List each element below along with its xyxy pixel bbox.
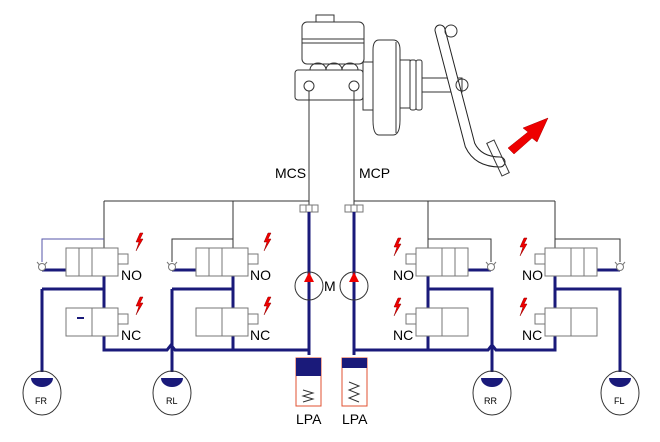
- valve-rr-inlet: NO: [393, 237, 497, 283]
- valve-fr-outlet: NC: [65, 296, 144, 343]
- lpa-left: [295, 357, 322, 407]
- brake-booster: [372, 39, 463, 136]
- svg-text:FL: FL: [614, 396, 625, 406]
- lpa-left-label: LPA: [296, 411, 322, 427]
- valve-label: NC: [522, 327, 542, 343]
- hydraulic-lines: [40, 212, 622, 372]
- valve-label: NO: [121, 267, 142, 283]
- pedal-force-arrow: [507, 117, 549, 155]
- mcs-label: MCS: [275, 165, 306, 181]
- valve-rl-outlet: NC: [195, 296, 272, 343]
- valve-label: NC: [393, 327, 413, 343]
- wheel-rr: RR: [472, 370, 512, 416]
- wheel-fl: FL: [600, 370, 640, 416]
- svg-text:RR: RR: [484, 396, 497, 406]
- brake-pedal: [434, 24, 510, 177]
- motor-label: M: [324, 278, 336, 294]
- svg-text:RL: RL: [166, 396, 178, 406]
- valve-fl-outlet: NC: [519, 297, 598, 343]
- filter-right: [344, 204, 364, 213]
- valve-label: NO: [393, 267, 414, 283]
- filter-left: [299, 204, 319, 213]
- pump-right: [339, 271, 369, 301]
- wheel-rl: RL: [152, 370, 192, 416]
- valve-label: NO: [250, 267, 271, 283]
- lpa-right: [341, 357, 368, 407]
- valve-label: NC: [121, 327, 141, 343]
- lpa-right-label: LPA: [342, 411, 368, 427]
- svg-text:FR: FR: [35, 396, 47, 406]
- valve-fr-inlet: NO: [36, 232, 144, 283]
- master-cylinder: [294, 14, 374, 111]
- valve-rl-inlet: NO: [166, 232, 272, 283]
- valve-fl-inlet: NO: [519, 237, 626, 283]
- valve-label: NO: [522, 267, 543, 283]
- wheel-fr: FR: [22, 370, 62, 416]
- valve-rr-outlet: NC: [393, 297, 469, 343]
- valve-label: NC: [250, 327, 270, 343]
- mcp-label: MCP: [359, 165, 390, 181]
- pump-left: [294, 271, 324, 301]
